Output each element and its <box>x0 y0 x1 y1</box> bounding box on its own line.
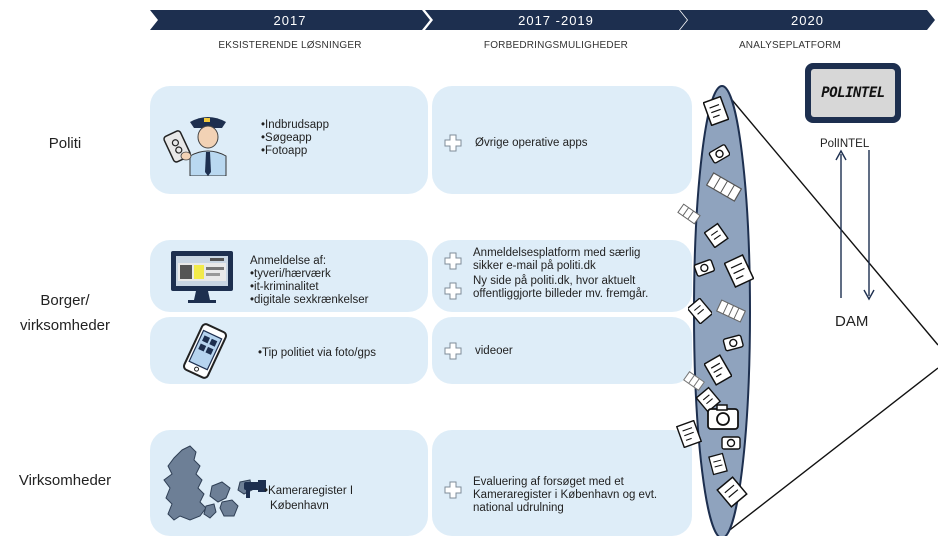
improvement-side-line2: offentliggjorte billeder mv. fremgår. <box>473 288 649 300</box>
existing-kamera-line2: København <box>270 500 329 512</box>
funnel-bottom-line <box>721 367 938 536</box>
document-icon <box>676 420 702 448</box>
improvement-side: Ny side på politi.dk, hvor aktuelt offen… <box>473 275 648 301</box>
improvement-anmeld-line2: sikker e-mail på politi.dk <box>473 260 596 272</box>
existing-borger-list: tyveri/hærværk it-kriminalitet digitale … <box>250 268 368 307</box>
funnel-top-line <box>721 87 938 346</box>
document-icon <box>716 476 748 508</box>
box-improvement-videoer <box>432 317 692 384</box>
arrow-down-icon <box>863 150 875 301</box>
plus-icon <box>444 252 462 270</box>
list-item: digitale sexkrænkelser <box>250 294 368 307</box>
row-label-virksomheder: Virksomheder <box>18 472 112 489</box>
film-strip-icon <box>677 203 701 225</box>
plus-icon <box>444 282 462 300</box>
improvement-anmeld-line1: Anmeldelsesplatform med særlig <box>473 247 641 259</box>
timeline-2017-2019: 2017 -2019 <box>425 10 687 30</box>
film-strip-icon <box>706 172 742 202</box>
camera-icon <box>708 144 730 164</box>
improvement-videoer: videoer <box>475 345 513 357</box>
denmark-map-icon <box>163 445 266 521</box>
improvement-politi: Øvrige operative apps <box>475 137 588 149</box>
timeline-2020: 2020 <box>680 10 935 30</box>
polintel-logo: POLINTEL <box>805 63 901 123</box>
row-label-borger-line1: Borger/ <box>40 292 90 309</box>
list-item: Indbrudsapp <box>261 119 329 132</box>
document-icon <box>704 222 729 248</box>
row-label-borger: Borger/ virksomheder <box>0 288 130 338</box>
improvement-eval-line3: national udrulning <box>473 502 564 514</box>
row-label-politi: Politi <box>48 135 82 152</box>
column-heading-platform: ANALYSEPLATFORM <box>738 40 842 51</box>
timeline-2017: 2017 <box>150 10 430 30</box>
list-item: Fotoapp <box>261 145 329 158</box>
plus-icon <box>444 342 462 360</box>
smartphone-icon <box>182 323 228 379</box>
list-item: Tip politiet via foto/gps <box>258 347 376 360</box>
camera-icon <box>721 436 741 450</box>
box-improvement-kamera <box>432 430 692 536</box>
computer-monitor-icon <box>171 251 233 303</box>
document-icon <box>688 298 712 324</box>
plus-icon <box>444 481 462 499</box>
document-icon <box>724 254 754 288</box>
list-item: it-kriminalitet <box>250 281 368 294</box>
box-improvement-borger <box>432 240 692 312</box>
box-improvement-politi <box>432 86 692 194</box>
camera-icon <box>722 334 744 352</box>
camera-icon <box>707 404 739 430</box>
document-icon <box>703 96 729 126</box>
list-item: tyveri/hærværk <box>250 268 368 281</box>
polintel-label: PolINTEL <box>820 138 870 150</box>
film-strip-icon <box>716 299 746 323</box>
list-item: Søgeapp <box>261 132 329 145</box>
plus-icon <box>444 134 462 152</box>
improvement-side-line1: Ny side på politi.dk, hvor aktuelt <box>473 275 636 287</box>
police-officer-icon <box>163 117 227 176</box>
document-icon <box>696 386 722 412</box>
column-heading-improvements: FORBEDRINGSMULIGHEDER <box>483 40 629 51</box>
film-strip-icon <box>683 371 705 391</box>
existing-kamera: Kameraregister I København <box>264 484 353 514</box>
improvement-eval-line2: Kameraregister i København og evt. <box>473 489 658 501</box>
arrow-up-icon <box>835 149 847 298</box>
document-icon <box>708 452 728 476</box>
improvement-eval-line1: Evaluering af forsøget med et <box>473 476 624 488</box>
camera-icon <box>693 259 715 277</box>
row-label-borger-line2: virksomheder <box>19 317 111 334</box>
list-item: Kameraregister I <box>264 484 353 499</box>
existing-politi-list: Indbrudsapp Søgeapp Fotoapp <box>261 119 329 158</box>
polintel-logo-text: POLINTEL <box>811 69 895 117</box>
existing-tip: Tip politiet via foto/gps <box>258 347 376 360</box>
improvement-anmeld: Anmeldelsesplatform med særlig sikker e-… <box>473 247 640 273</box>
dam-label: DAM <box>835 313 869 330</box>
improvement-eval: Evaluering af forsøget med et Kameraregi… <box>473 476 657 515</box>
document-icon <box>704 354 732 386</box>
column-heading-existing: EKSISTERENDE LØSNINGER <box>218 40 362 51</box>
existing-borger-intro: Anmeldelse af: <box>250 255 327 267</box>
